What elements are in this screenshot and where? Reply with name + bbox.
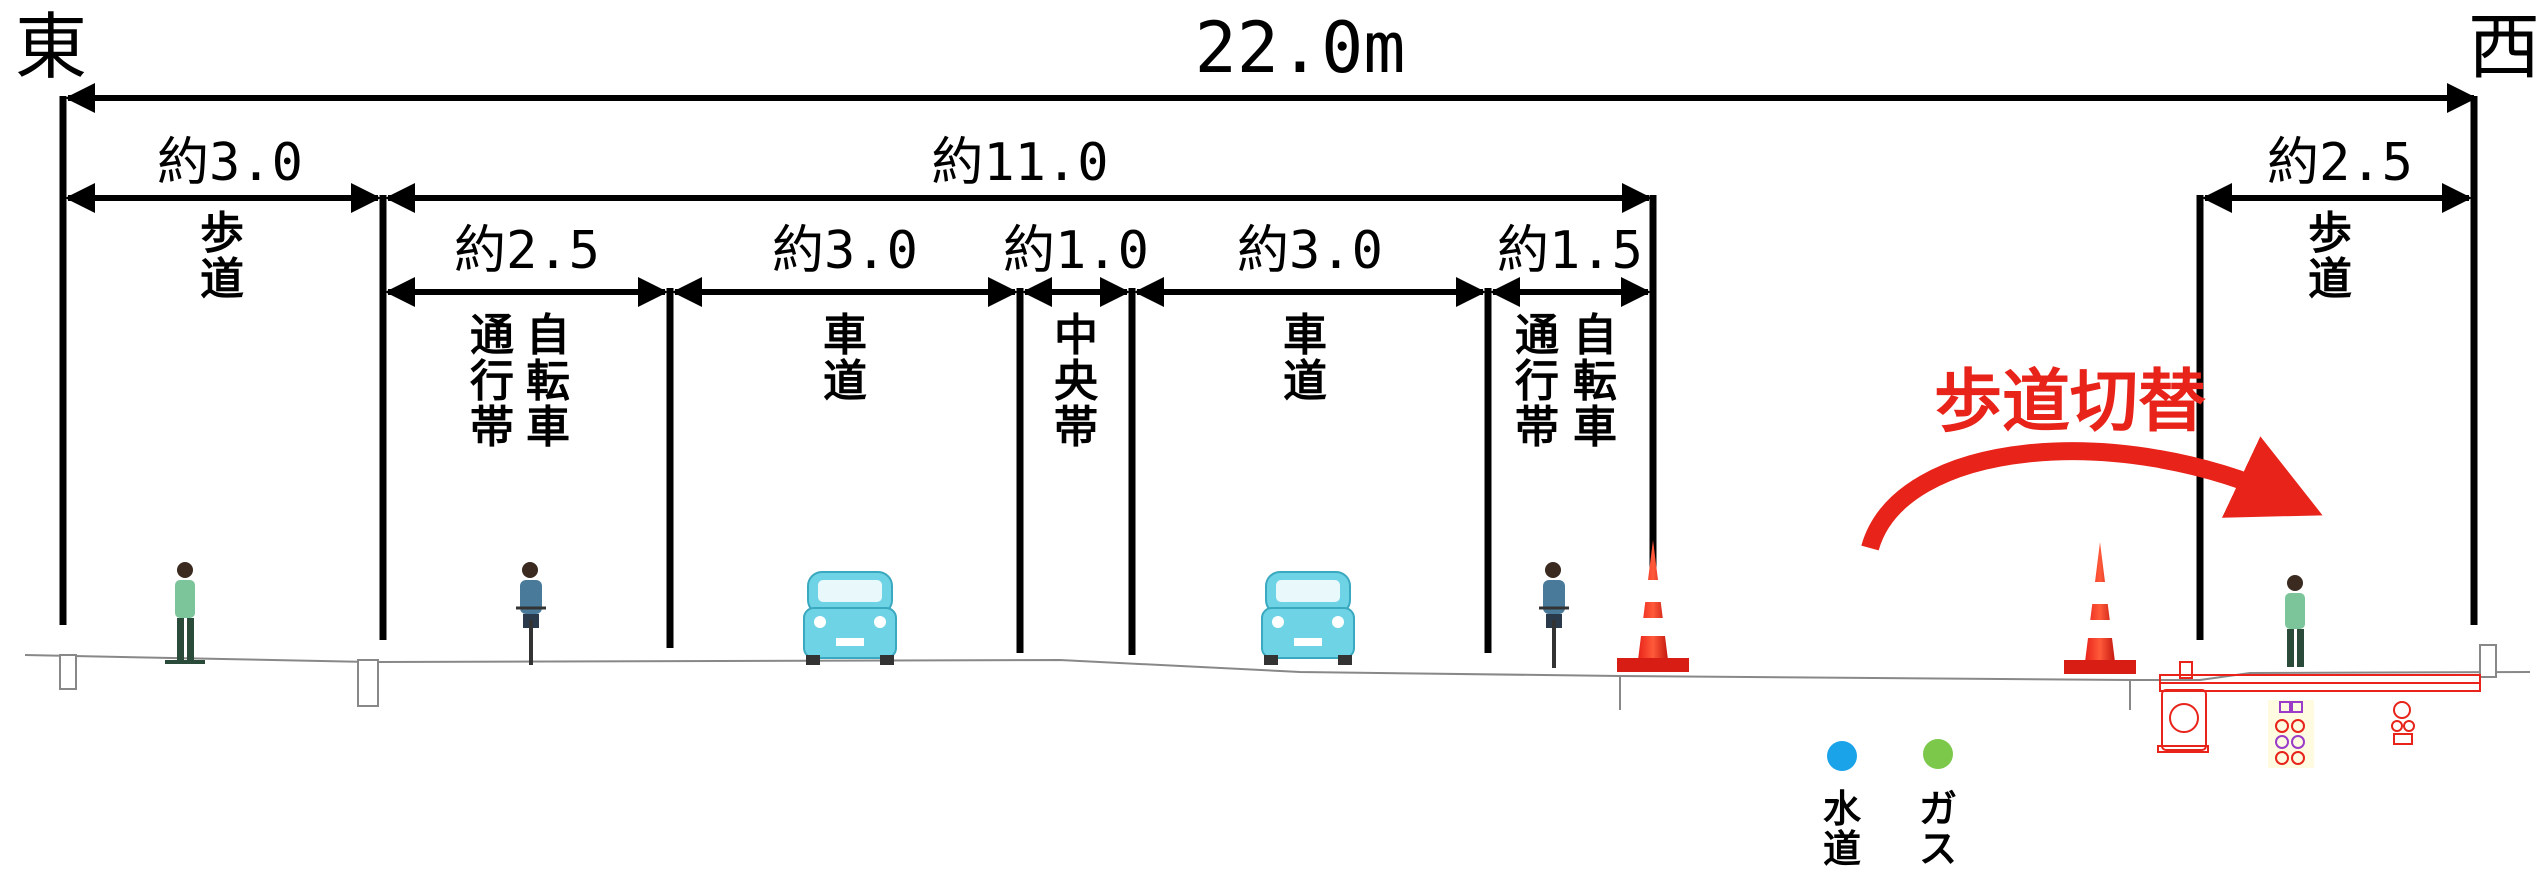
- bike-right-col2-char-3: 車: [1573, 402, 1617, 453]
- bike-left-col2-char-2: 転: [526, 356, 570, 407]
- dim-left-sidewalk-label: 約3.0: [157, 133, 303, 193]
- dim-median-label: 約1.0: [1003, 221, 1149, 281]
- curb-east: [59, 654, 77, 690]
- left-sidewalk-char-1: 歩: [200, 208, 244, 259]
- west-label: 西: [2468, 5, 2540, 89]
- water-label-char-1: 水: [1823, 787, 1862, 831]
- bike-left-col2-char-1: 自: [526, 310, 570, 361]
- bike-right-col1-char-3: 帯: [1515, 402, 1559, 453]
- right-sidewalk-char-1: 歩: [2308, 208, 2352, 259]
- bike-left-col1-char-3: 帯: [470, 402, 514, 453]
- curb-west: [2479, 644, 2497, 678]
- bike-left-col2-char-3: 車: [526, 402, 570, 453]
- dim-right-sidewalk-label: 約2.5: [2267, 133, 2413, 193]
- small-conduit-bundle: [2391, 701, 2415, 745]
- dim-lane-right-label: 約3.0: [1237, 221, 1383, 281]
- sidewalk-switch-label: 歩道切替: [1934, 363, 2206, 442]
- bike-left-col1-char-2: 行: [470, 356, 514, 407]
- bike-right-col2-char-1: 自: [1573, 310, 1617, 361]
- pedestrian-east-sidewalk: [165, 562, 205, 664]
- dim-roadway-label: 約11.0: [931, 133, 1108, 193]
- gas-pipe-dot: [1923, 739, 1953, 769]
- left-sidewalk-char-2: 道: [200, 254, 244, 305]
- utility-box-outline: [2161, 689, 2207, 751]
- median-char-2: 央: [1054, 356, 1099, 407]
- dim-lane-left-label: 約3.0: [772, 221, 918, 281]
- underground-structures: [2157, 661, 2481, 753]
- bike-right-col1-char-2: 行: [1515, 356, 1559, 407]
- lane-right-char-1: 車: [1283, 310, 1327, 361]
- lane-left-char-2: 道: [823, 356, 867, 407]
- pedestrian-west-sidewalk: [2285, 575, 2305, 667]
- median-char-1: 中: [1054, 310, 1098, 361]
- boundary-lines: [59, 96, 2478, 655]
- dim-bike-left-label: 約2.5: [454, 221, 600, 281]
- zone-labels: 歩 道 通 行 帯 自 転 車 車 道 中 央 帯 車 道 通 行 帯 自 転 …: [200, 208, 2352, 453]
- water-label-char-2: 道: [1823, 827, 1861, 871]
- traffic-cone-icon-right: [2064, 542, 2136, 674]
- east-label: 東: [15, 5, 87, 89]
- traffic-cone-icon-left: [1617, 540, 1689, 672]
- gas-label-char-2: ス: [1919, 827, 1957, 871]
- car-left-lane: [803, 571, 897, 665]
- bike-right-col2-char-2: 転: [1573, 356, 1617, 407]
- total-width-label: 22.0m: [1195, 7, 1406, 89]
- curbs: [59, 644, 2497, 707]
- gas-label-char-1: ガ: [1919, 787, 1957, 831]
- cyclist-right-lane: [1539, 562, 1569, 668]
- sidewalk-switch-arrow: [1861, 436, 2323, 551]
- dim-bike-right-label: 約1.5: [1497, 221, 1643, 281]
- lane-left-char-1: 車: [823, 310, 867, 361]
- cyclist-left-lane: [516, 562, 546, 665]
- bike-left-col1-char-1: 通: [470, 310, 514, 361]
- car-right-lane: [1261, 571, 1355, 665]
- curb-left-sidewalk: [357, 659, 379, 707]
- water-pipe-dot: [1827, 741, 1857, 771]
- lane-right-char-2: 道: [1283, 356, 1327, 407]
- right-sidewalk-char-2: 道: [2308, 254, 2352, 305]
- utility-labels: 水 道 ガ ス: [1823, 787, 1957, 871]
- median-char-3: 帯: [1054, 402, 1098, 453]
- bike-right-col1-char-1: 通: [1515, 310, 1559, 361]
- cable-conduit-bundle: [2268, 700, 2314, 768]
